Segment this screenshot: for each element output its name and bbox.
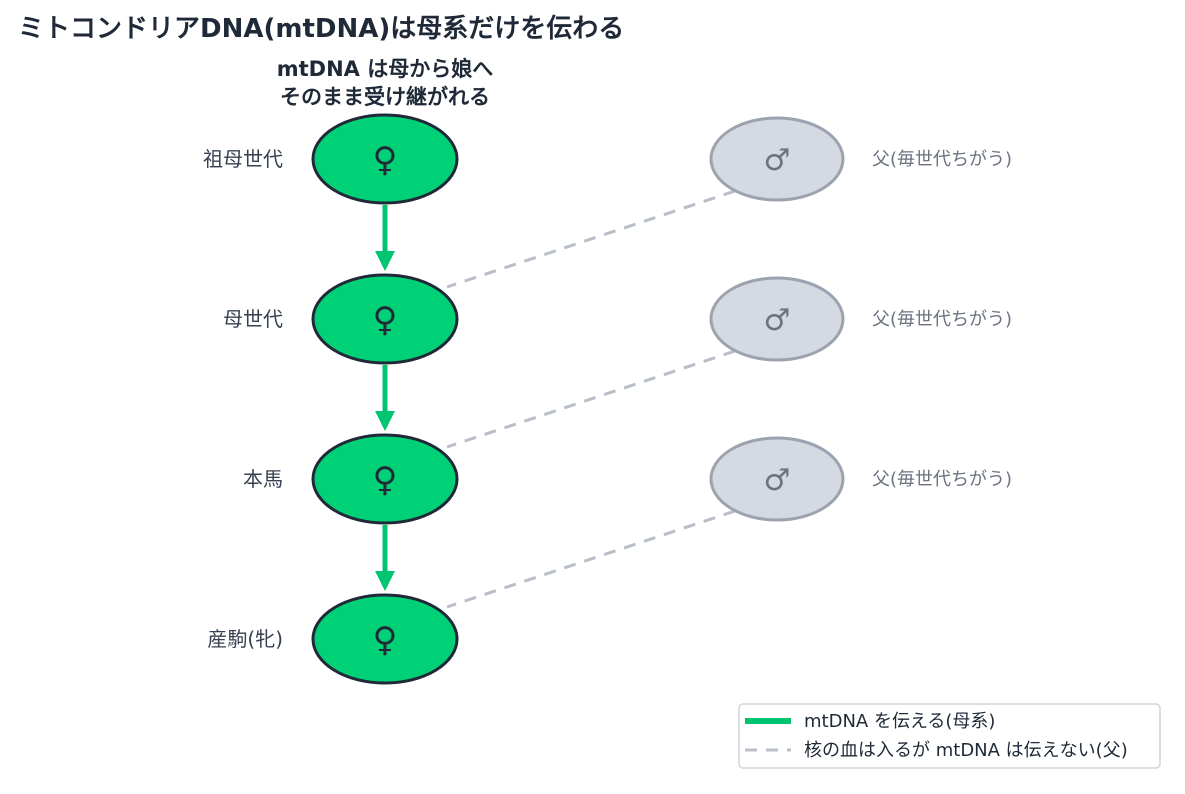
generation-label: 産駒(牝) <box>207 627 283 651</box>
female-node <box>311 593 459 685</box>
generation-node: ♀ 産駒(牝) <box>207 593 459 685</box>
paternal-link <box>446 189 736 289</box>
generation-label: 母世代 <box>223 307 283 331</box>
father-node: ♂ 父(毎世代ちがう) <box>709 116 1012 202</box>
generation-node: ♀ 母世代 <box>223 273 459 365</box>
generation-label: 祖母世代 <box>203 147 283 171</box>
male-symbol-icon: ♂ <box>764 143 791 178</box>
diagram-title: ミトコンドリアDNA(mtDNA)は母系だけを伝わる <box>18 14 624 44</box>
paternal-link <box>446 509 736 609</box>
paternal-links <box>446 189 736 609</box>
paternal-link <box>446 349 736 449</box>
generation-label: 本馬 <box>243 467 283 491</box>
subtitle-line-1: mtDNA は母から娘へ <box>277 57 494 81</box>
male-node <box>709 116 845 202</box>
female-node <box>311 433 459 525</box>
female-node <box>311 113 459 205</box>
female-node <box>311 273 459 365</box>
father-label: 父(毎世代ちがう) <box>872 469 1012 490</box>
legend-maternal-label: mtDNA を伝える(母系) <box>804 711 995 732</box>
male-node <box>709 436 845 522</box>
female-symbol-icon: ♀ <box>373 620 398 660</box>
subtitle-line-2: そのまま受け継がれる <box>280 85 490 109</box>
female-symbol-icon: ♀ <box>373 460 398 500</box>
father-node: ♂ 父(毎世代ちがう) <box>709 276 1012 362</box>
generation-node: ♀ 祖母世代 <box>203 113 459 205</box>
female-symbol-icon: ♀ <box>373 140 398 180</box>
male-node <box>709 276 845 362</box>
lineage-nodes: ♀ 祖母世代 ♀ 母世代 ♀ 本馬 ♀ 産駒(牝) ♂ 父(毎世代ちがう) ♂ 父(毎世代ちがう) ♂ 父… <box>203 113 1012 685</box>
generation-node: ♀ 本馬 <box>243 433 459 525</box>
father-label: 父(毎世代ちがう) <box>872 149 1012 170</box>
legend-paternal-label: 核の血は入るが mtDNA は伝えない(父) <box>804 740 1128 761</box>
father-node: ♂ 父(毎世代ちがう) <box>709 436 1012 522</box>
legend: mtDNA を伝える(母系) 核の血は入るが mtDNA は伝えない(父) <box>738 703 1161 769</box>
female-symbol-icon: ♀ <box>373 300 398 340</box>
legend-box <box>738 703 1161 769</box>
father-label: 父(毎世代ちがう) <box>872 309 1012 330</box>
male-symbol-icon: ♂ <box>764 463 791 498</box>
male-symbol-icon: ♂ <box>764 303 791 338</box>
